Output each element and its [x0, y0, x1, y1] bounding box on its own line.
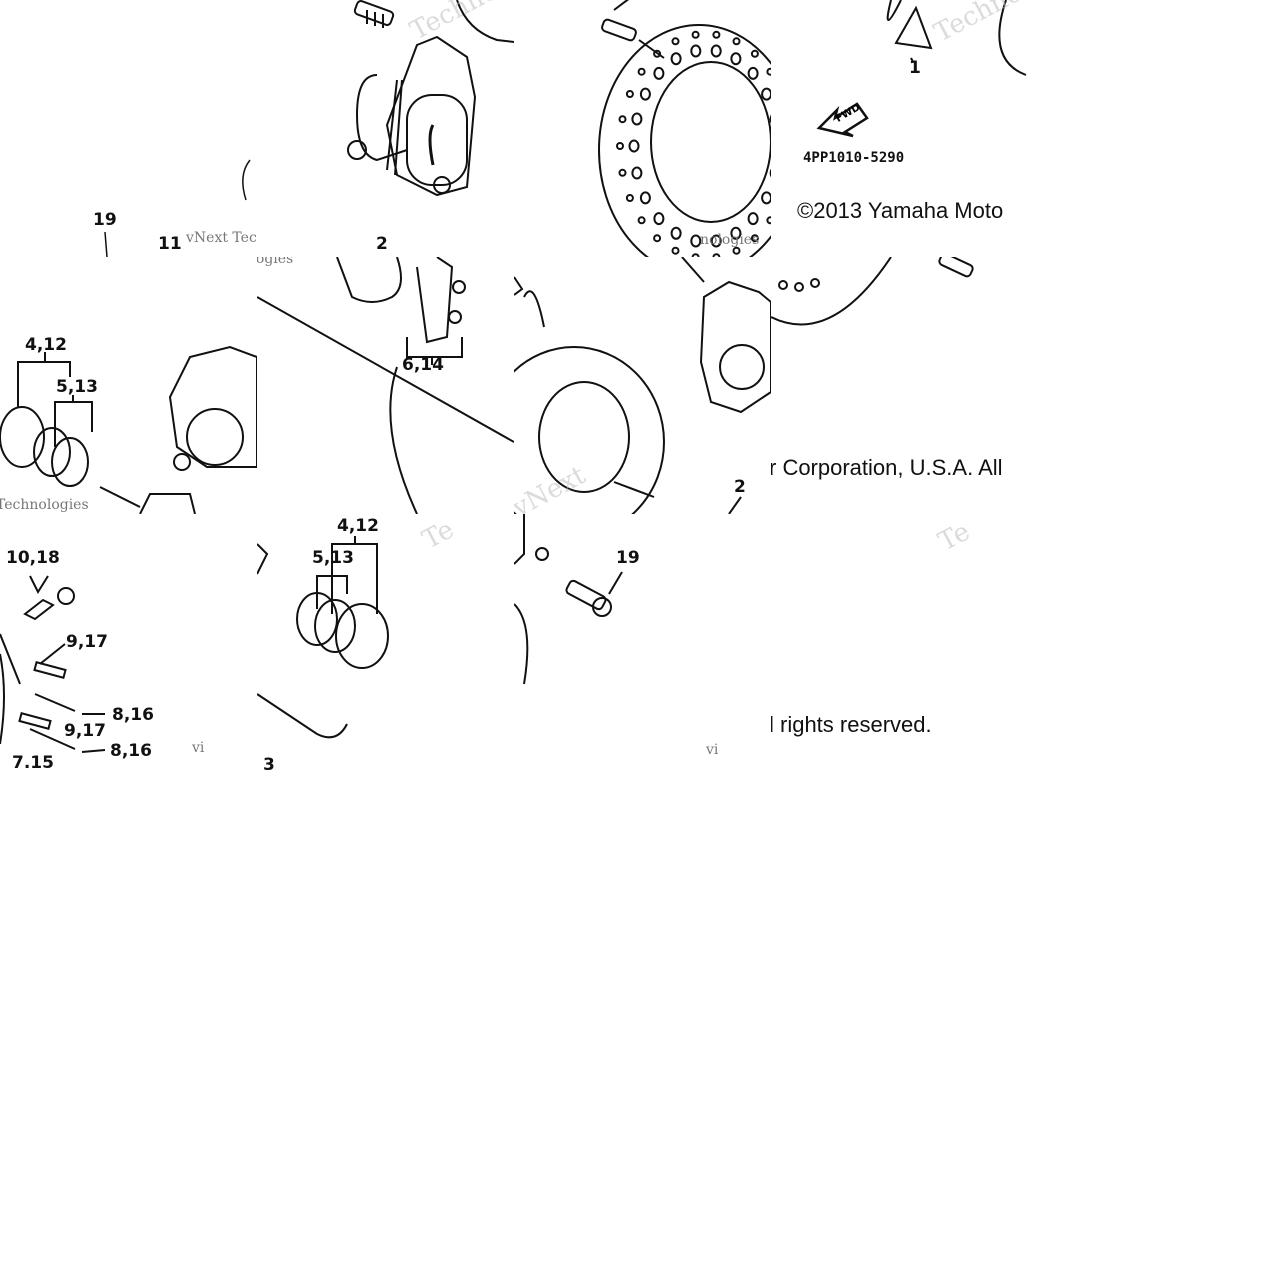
- disc-hole: [710, 234, 722, 248]
- disc-hole: [761, 191, 771, 205]
- disc-hole: [637, 216, 646, 225]
- disc-hole: [691, 253, 700, 257]
- disc-hole: [618, 115, 627, 124]
- brake-disc-lower: [514, 257, 771, 514]
- fwd-arrow-area: [816, 0, 1027, 138]
- tile-7: 2 vNext: [514, 257, 771, 514]
- tile-4: 1 FWD 4PP1010-5290 ©2013 Yamaha Moto Tec…: [771, 0, 1028, 257]
- disc-hole: [747, 212, 759, 226]
- disc-hole: [631, 112, 643, 126]
- disc-hole: [625, 194, 634, 202]
- disc-hole: [747, 66, 759, 80]
- callout-7-15: 7.15: [12, 753, 54, 772]
- callout-9-17: 9,17: [64, 721, 106, 741]
- watermark-text: vi: [192, 740, 205, 756]
- disc-hole: [690, 44, 702, 58]
- watermark-text: Te: [933, 516, 975, 558]
- disc-hole: [653, 234, 662, 243]
- disc-hole: [750, 49, 759, 58]
- disc-hole: [639, 87, 651, 101]
- watermark-text: Technologies: [0, 497, 89, 513]
- callout-5-13: 5,13: [312, 548, 354, 568]
- copyright-line-1: ©2013 Yamaha Moto: [797, 198, 1004, 223]
- disc-hole: [712, 253, 721, 257]
- callout-19: 19: [93, 210, 117, 230]
- watermark-text: nologies: [700, 232, 760, 248]
- disc-edge-bolt: [771, 257, 974, 326]
- disc-hole: [750, 234, 759, 243]
- callout-1: 1: [909, 58, 921, 78]
- callout-2: 2: [376, 234, 388, 254]
- disc-hole: [710, 44, 722, 58]
- tile-3: nologies: [514, 0, 771, 257]
- callout-9-17: 9,17: [66, 632, 108, 652]
- callout-8-16: 8,16: [112, 705, 154, 725]
- disc-hole: [670, 52, 682, 66]
- callout-19: 19: [616, 548, 640, 568]
- piston-and-seals: [257, 536, 389, 739]
- callout-8-16: 8,16: [110, 741, 152, 761]
- watermark-text: ologies: [257, 257, 294, 267]
- caliper-bolt: [514, 514, 623, 685]
- tile-6: 6,14 ologies: [257, 257, 514, 514]
- tile-10: 4,12 5,13 3 Te: [257, 514, 514, 771]
- disc-hole: [637, 67, 646, 76]
- disc-hole: [730, 52, 742, 66]
- callout-3: 3: [263, 755, 275, 772]
- disc-hole: [625, 90, 634, 98]
- pins-and-bleed-screw: [0, 575, 106, 753]
- copyright-line-2: r Corporation, U.S.A. All: [771, 455, 1003, 480]
- watermark-text: vi: [706, 742, 719, 758]
- disc-hole: [766, 67, 771, 76]
- callout-5-13: 5,13: [56, 377, 98, 397]
- disc-hole: [712, 30, 721, 39]
- caliper-drawing: [347, 0, 514, 197]
- disc-hole: [671, 37, 680, 46]
- tile-5: 4,12 5,13 Technologies: [0, 257, 257, 514]
- disc-hole: [670, 226, 682, 240]
- watermark-text: vNext Tec: [186, 230, 257, 246]
- brake-disc-upper: [598, 0, 771, 257]
- disc-hole: [616, 142, 624, 150]
- disc-hole: [639, 191, 651, 205]
- callout-11: 11: [158, 234, 182, 254]
- disc-hole: [628, 139, 640, 153]
- disc-hole: [691, 30, 700, 39]
- part-number: 4PP1010-5290: [803, 150, 905, 166]
- callout-4-12: 4,12: [25, 335, 67, 355]
- disc-hole: [690, 234, 702, 248]
- piston-seal-caliper: [0, 345, 257, 514]
- disc-hole: [653, 49, 662, 58]
- disc-hole: [732, 37, 741, 46]
- tile-12: l rights reserved. Te: [771, 514, 1028, 771]
- disc-hole: [766, 216, 771, 225]
- callout-6-14: 6,14: [402, 355, 444, 375]
- disc-hole: [761, 87, 771, 101]
- disc-hole: [631, 166, 643, 180]
- tile-2: 2 Techno: [257, 0, 514, 257]
- copyright-line-3: l rights reserved.: [771, 712, 932, 737]
- disc-hole: [671, 246, 680, 255]
- disc-hole: [653, 66, 665, 80]
- callout-10-18: 10,18: [6, 548, 60, 568]
- tile-9: 10,18 9,17 8,16 9,17 8,16 7.15 vi: [0, 514, 257, 771]
- tile-8: r Corporation, U.S.A. All: [771, 257, 1028, 514]
- disc-hole: [653, 212, 665, 226]
- brake-pads-and-line: [257, 257, 514, 514]
- disc-hole: [618, 168, 627, 177]
- tile-1: 19 11 vNext Tec: [0, 0, 257, 257]
- disc-hole: [730, 226, 742, 240]
- tile-11: 19 vi: [514, 514, 771, 771]
- caliper-bolt-outline: [104, 159, 251, 257]
- disc-hole: [732, 246, 741, 255]
- callout-2: 2: [734, 477, 746, 497]
- callout-4-12: 4,12: [337, 516, 379, 536]
